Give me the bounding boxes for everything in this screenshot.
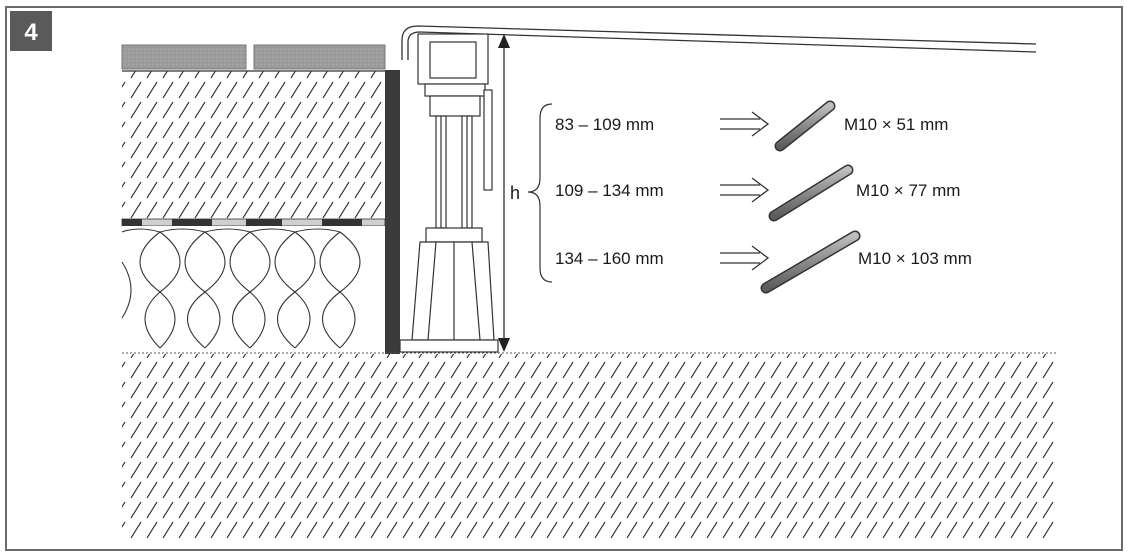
height-dimension: h [498,34,520,352]
step-badge: 4 [10,11,52,51]
ground-slab [122,352,1056,538]
implies-arrow-icon [720,111,770,137]
range-label-3: 134 – 160 mm [555,249,664,268]
floor-tiles [121,44,386,70]
range-row-2: 109 – 134 mm M10 × 77 mm [555,164,960,222]
height-brace [527,103,553,283]
step-number: 4 [24,19,38,46]
height-label: h [510,183,520,203]
insulation-layer [121,226,385,352]
range-label-1: 83 – 109 mm [555,115,654,134]
threaded-rod-medium [768,164,854,222]
range-row-3: 134 – 160 mm M10 × 103 mm [555,230,972,294]
wall-edge [385,70,400,354]
pedestal-support [399,33,499,353]
range-label-2: 109 – 134 mm [555,181,664,200]
membrane-strip [121,218,386,227]
bolt-label-2: M10 × 77 mm [856,181,960,200]
implies-arrow-icon [720,245,770,271]
bolt-label-3: M10 × 103 mm [858,249,972,268]
implies-arrow-icon [720,177,770,203]
screed-layer [122,70,385,219]
threaded-rod-short [774,100,836,152]
range-row-1: 83 – 109 mm M10 × 51 mm [555,100,948,152]
top-panel [401,25,1037,60]
bolt-label-1: M10 × 51 mm [844,115,948,134]
threaded-rod-long [760,230,861,294]
